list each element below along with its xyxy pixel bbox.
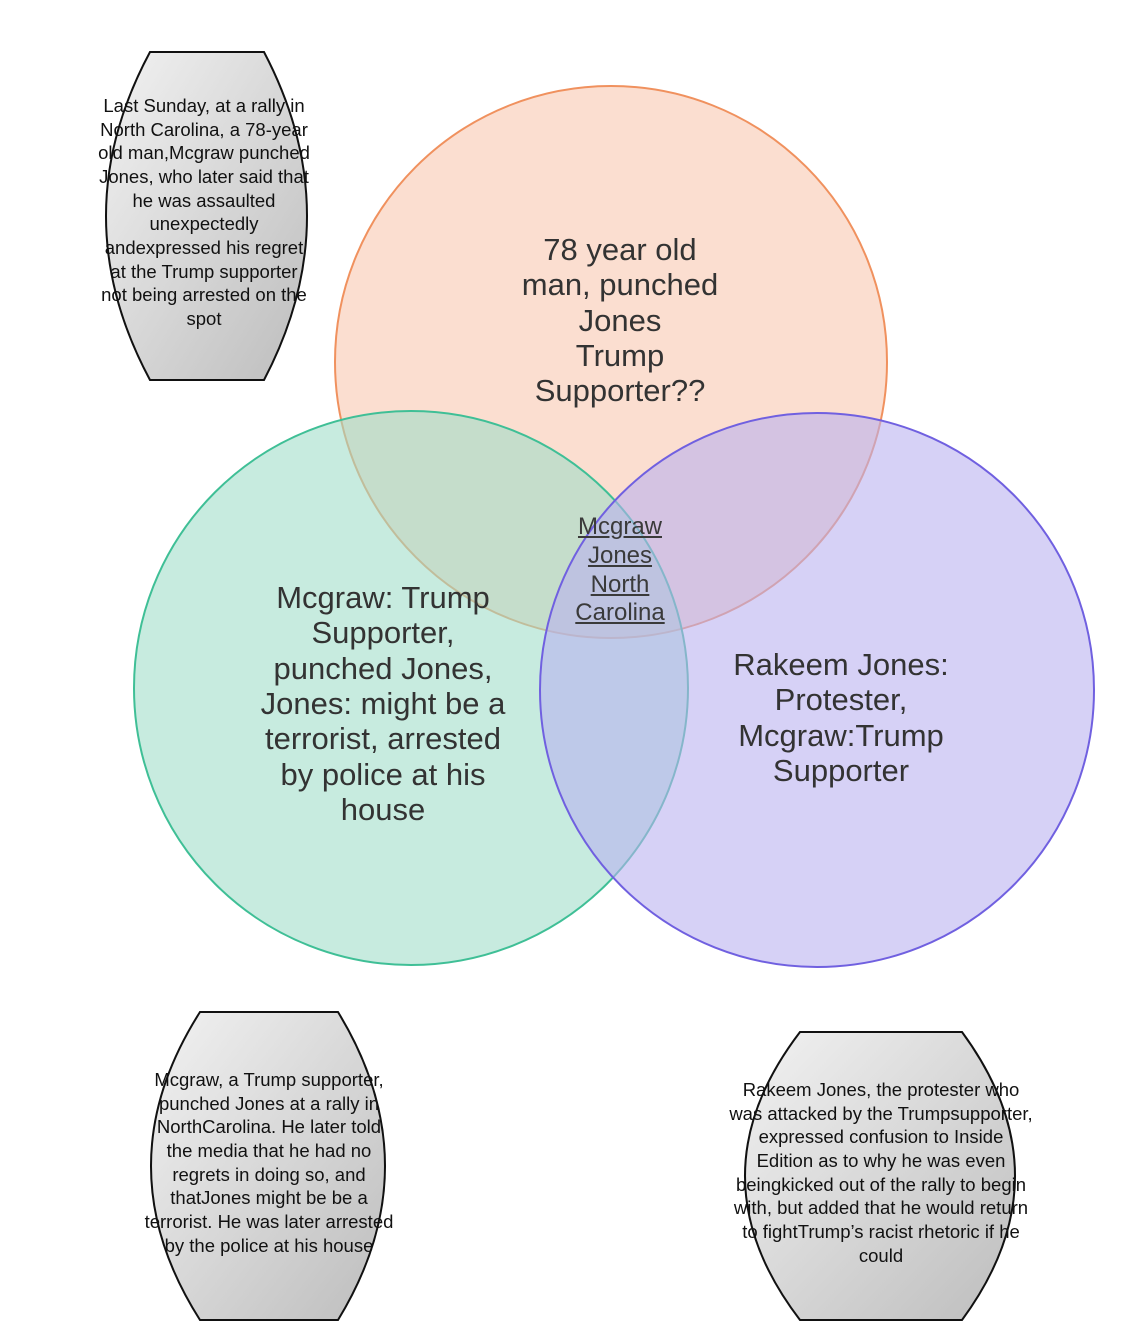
bubble-line: was attacked by the Trumpsupporter, — [729, 1102, 1033, 1124]
center-line: Carolina — [575, 599, 665, 627]
bubble-line: North Carolina, a 78-year — [100, 118, 308, 140]
circle-left-line: punched Jones, — [273, 650, 493, 686]
bubble-bottom-left-text: Mcgraw, a Trump supporter, punched Jones… — [124, 1068, 414, 1257]
circle-right-line: Supporter — [772, 752, 910, 788]
circle-left-line: house — [340, 791, 426, 827]
circle-left-text: Mcgraw: Trump Supporter, punched Jones, … — [233, 580, 533, 827]
bubble-line: andexpressed his regret — [104, 237, 304, 259]
bubble-line: thatJones might be be a — [170, 1187, 368, 1209]
bubble-line: by the police at his house — [164, 1234, 374, 1256]
bubble-line: old man,Mcgraw punched — [98, 142, 310, 164]
circle-top-line: Supporter?? — [534, 373, 706, 409]
circle-top-line: Jones — [578, 302, 662, 338]
bubble-line: Mcgraw, a Trump supporter, — [154, 1069, 384, 1090]
bubble-line: terrorist. He was later arrested — [144, 1211, 394, 1233]
circle-left-line: Mcgraw: Trump — [276, 580, 490, 615]
bubble-line: Jones, who later said that — [99, 166, 309, 188]
circle-top-text: 78 year old man, punched Jones Trump Sup… — [470, 232, 770, 409]
circle-left-line: by police at his — [280, 756, 486, 792]
bubble-line: expressed confusion to Inside — [758, 1126, 1004, 1148]
center-line: Jones — [587, 541, 653, 569]
circle-right-line: Rakeem Jones: — [733, 647, 949, 682]
bubble-line: unexpectedly — [149, 213, 259, 235]
bubble-line: he was assaulted — [132, 189, 276, 211]
circle-right-line: Mcgraw:Trump — [738, 717, 944, 753]
circle-left-line: Jones: might be a — [260, 685, 506, 721]
circle-right-text: Rakeem Jones: Protester, Mcgraw:Trump Su… — [691, 647, 991, 788]
circle-right — [539, 412, 1095, 968]
bubble-line: to fightTrump’s racist rhetoric if he — [742, 1221, 1020, 1243]
bubble-line: regrets in doing so, and — [172, 1163, 366, 1185]
bubble-line: not being arrested on the — [101, 284, 307, 306]
circle-top-line: 78 year old — [543, 232, 697, 267]
circle-right-line: Protester, — [774, 682, 908, 718]
bubble-top-left-text: Last Sunday, at a rally in North Carolin… — [84, 94, 324, 331]
circle-left-line: terrorist, arrested — [264, 721, 501, 757]
bubble-line: with, but added that he would return — [733, 1197, 1029, 1219]
bubble-line: beingkicked out of the rally to begin — [735, 1173, 1027, 1195]
bubble-line: punched Jones at a rally in — [158, 1092, 380, 1114]
bubble-line: Rakeem Jones, the protester who — [742, 1079, 1020, 1100]
bubble-line: could — [858, 1244, 904, 1266]
bubble-bottom-right-text: Rakeem Jones, the protester who was atta… — [706, 1078, 1056, 1267]
bubble-line: Edition as to why he was even — [756, 1150, 1006, 1172]
bubble-line: NorthCarolina. He later told — [156, 1116, 382, 1138]
bubble-line: at the Trump supporter — [110, 260, 298, 282]
bubble-line: spot — [186, 308, 222, 330]
center-line: North — [590, 570, 650, 598]
bubble-bottom-right-shape — [744, 1031, 1016, 1321]
circle-top-line: Trump — [575, 337, 665, 373]
bubble-top-left-shape — [105, 51, 308, 381]
circle-left-line: Supporter, — [311, 615, 455, 651]
bubble-line: the media that he had no — [166, 1140, 372, 1162]
circle-top-line: man, punched — [521, 267, 719, 303]
center-line: Mcgraw — [577, 513, 662, 540]
bubble-line: Last Sunday, at a rally in — [103, 95, 305, 116]
bubble-bottom-left-shape — [150, 1011, 386, 1321]
center-intersection-text: Mcgraw Jones North Carolina — [560, 513, 680, 628]
